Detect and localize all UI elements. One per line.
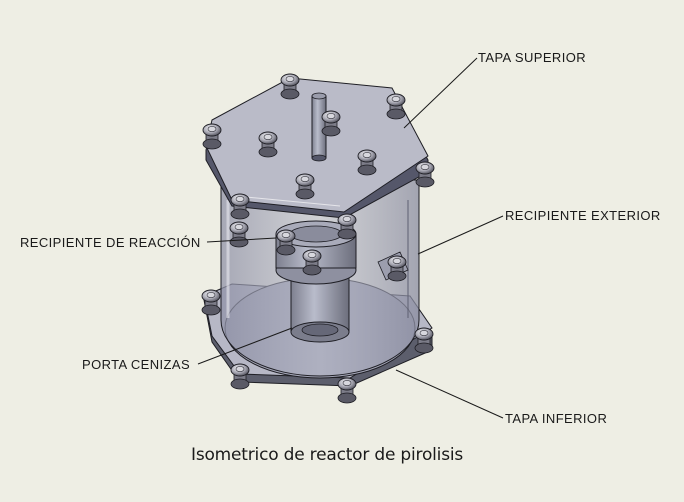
leader-tapa-inferior	[395, 369, 504, 419]
bolt-icon	[229, 221, 249, 248]
bolt-icon	[201, 289, 221, 316]
leader-porta-cenizas	[197, 327, 293, 365]
bolt-icon	[357, 149, 377, 176]
label-recipiente-exterior: RECIPIENTE EXTERIOR	[505, 208, 661, 223]
bolt-icon	[415, 161, 435, 188]
bolt-icon	[230, 363, 250, 390]
figure-caption: Isometrico de reactor de pirolisis	[191, 445, 463, 465]
bolt-icon	[230, 193, 250, 220]
leader-recipiente-reaccion	[206, 237, 277, 243]
label-recipiente-reaccion: RECIPIENTE DE REACCIÓN	[20, 235, 201, 250]
leader-tapa-superior	[403, 57, 478, 129]
label-tapa-inferior: TAPA INFERIOR	[505, 411, 607, 426]
bolt-icon	[337, 377, 357, 404]
label-porta-cenizas: PORTA CENIZAS	[82, 357, 190, 372]
bolt-icon	[302, 249, 322, 276]
bolt-icon	[280, 73, 300, 100]
bolt-icon	[337, 213, 357, 240]
ash-holder	[301, 323, 339, 337]
label-tapa-superior: TAPA SUPERIOR	[478, 50, 586, 65]
bolt-icon	[202, 123, 222, 150]
bolt-icon	[276, 229, 296, 256]
bolt-icon	[387, 255, 407, 282]
leader-recipiente-exterior	[417, 215, 504, 255]
bolt-icon	[258, 131, 278, 158]
central-pipe	[311, 92, 327, 162]
bolt-icon	[321, 110, 341, 137]
leader-lines	[197, 57, 504, 419]
bolt-icon	[295, 173, 315, 200]
bolt-icon	[414, 327, 434, 354]
bolt-icon	[386, 93, 406, 120]
